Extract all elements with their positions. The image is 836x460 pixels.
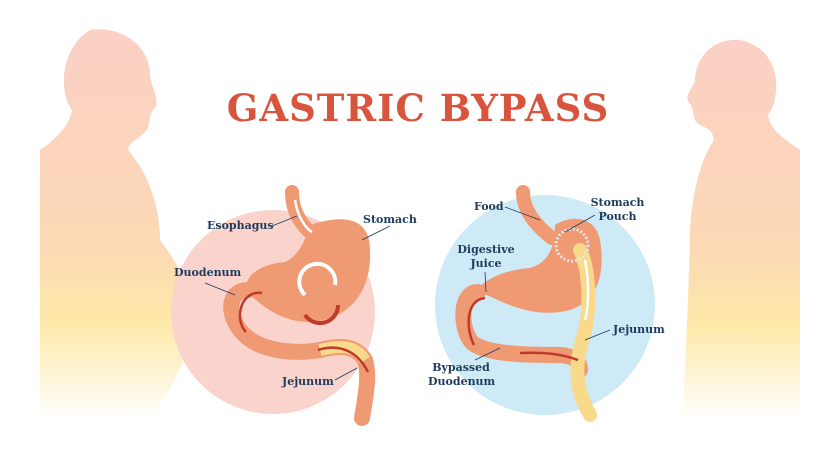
label-digestive-juice-line2: Juice: [470, 257, 502, 270]
label-bypassed-duodenum-line2: Duodenum: [428, 375, 496, 388]
silhouette-after: [682, 39, 800, 420]
page-title: GASTRIC BYPASS: [226, 86, 610, 130]
label-stomach-pouch-line1: Stomach: [590, 196, 645, 209]
label-bypassed-duodenum-line1: Bypassed: [432, 361, 490, 374]
label-food: Food: [474, 200, 504, 213]
label-jejunum-before: Jejunum: [282, 375, 334, 388]
label-duodenum: Duodenum: [174, 266, 242, 279]
label-stomach: Stomach: [363, 213, 417, 226]
label-digestive-juice: Digestive Juice: [455, 243, 517, 271]
label-jejunum-after: Jejunum: [613, 323, 665, 336]
label-digestive-juice-line1: Digestive: [457, 243, 515, 256]
label-stomach-pouch-line2: Pouch: [598, 210, 637, 223]
after-digestive-tract: [455, 185, 602, 422]
label-esophagus: Esophagus: [207, 219, 274, 232]
silhouette-before: [40, 29, 193, 420]
before-digestive-tract: [223, 185, 376, 426]
label-stomach-pouch: Stomach Pouch: [590, 196, 645, 224]
label-bypassed-duodenum: Bypassed Duodenum: [428, 361, 496, 389]
leader-lines: [204, 206, 611, 381]
